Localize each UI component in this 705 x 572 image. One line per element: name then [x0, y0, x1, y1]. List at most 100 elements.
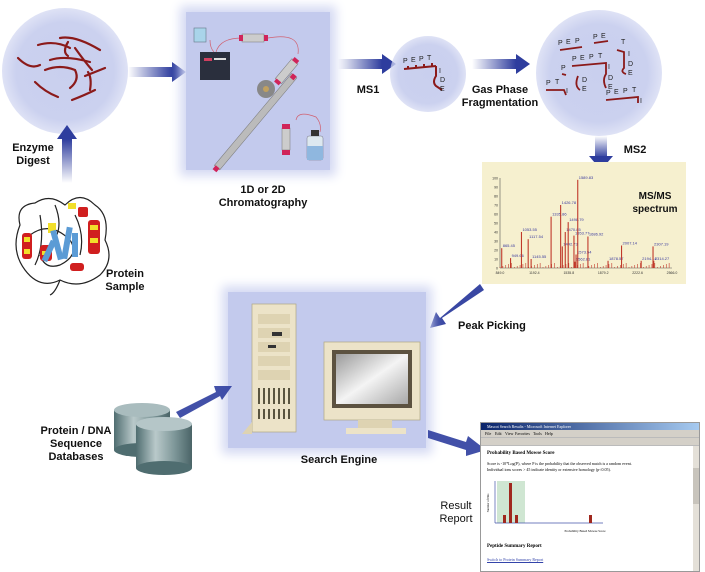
svg-text:P: P	[561, 65, 566, 72]
svg-text:E: E	[608, 84, 613, 91]
browser-toolbar	[481, 438, 699, 446]
y-tick-label: 80	[494, 195, 498, 199]
peak-label: 2314.27	[655, 256, 670, 261]
svg-text:E: E	[411, 57, 416, 64]
x-tick-label: 1535.8	[563, 271, 574, 275]
histogram-bar	[515, 515, 518, 523]
browser-scrollbar[interactable]	[693, 446, 699, 571]
histogram-bar	[503, 515, 506, 523]
svg-text:E: E	[582, 86, 587, 93]
protein-sample-label: Protein Sample	[105, 268, 145, 293]
menu-favorites[interactable]: Favorites	[515, 431, 530, 436]
peak-label: 2007.14	[623, 241, 638, 246]
svg-text:P: P	[419, 56, 424, 63]
svg-text:D: D	[628, 61, 633, 68]
svg-text:I: I	[640, 98, 642, 105]
y-tick-label: 30	[494, 240, 498, 244]
menu-file[interactable]: File	[485, 431, 492, 436]
svg-text:E: E	[628, 70, 633, 77]
svg-text:E: E	[614, 89, 619, 96]
ms1-letter: P	[403, 58, 408, 65]
peak-label: 1878.57	[609, 256, 624, 261]
enzyme-digest-label: Enzyme Digest	[12, 142, 54, 167]
svg-text:T: T	[621, 39, 626, 46]
histogram-bar	[509, 483, 512, 523]
menu-edit[interactable]: Edit	[495, 431, 502, 436]
peak-label: 1335.86	[552, 212, 567, 217]
fragment-ions-circle	[536, 10, 662, 136]
peak-label: 1053.55	[522, 227, 537, 232]
svg-text:P: P	[606, 90, 611, 97]
peak-label: 865.45	[503, 243, 516, 248]
ms1-peptide-circle	[390, 36, 466, 112]
y-tick-label: 20	[494, 249, 498, 253]
computer-icon	[242, 303, 421, 434]
arrow-to-result	[428, 430, 486, 456]
peak-picking-label: Peak Picking	[458, 320, 526, 332]
report-text-line1: Score is -10*Log(P), where P is the prob…	[487, 461, 632, 466]
x-tick-label: 1879.2	[598, 271, 609, 275]
svg-text:E: E	[580, 55, 585, 62]
peak-label: 1562.81	[576, 257, 591, 262]
peak-label: 949.66	[512, 253, 525, 258]
svg-text:P: P	[593, 34, 598, 41]
protein-summary-link[interactable]: Switch to Protein Summary Report	[487, 557, 544, 562]
arrow-peak-picking	[430, 284, 484, 328]
summary-heading: Peptide Summary Report	[487, 544, 542, 549]
svg-text:I: I	[439, 68, 441, 75]
report-text-line2: Individual ions scores > 45 indicate ide…	[487, 467, 611, 472]
svg-text:E: E	[601, 33, 606, 40]
browser-titlebar: Mascot Search Results - Microsoft Intern…	[481, 423, 699, 430]
peak-label: 2307.19	[654, 241, 669, 246]
histogram-bar	[589, 515, 592, 523]
result-report-window: Mascot Search Results - Microsoft Intern…	[480, 422, 700, 572]
svg-text:I: I	[608, 64, 610, 71]
peak-label: 1498.79	[569, 217, 584, 222]
svg-text:T: T	[632, 87, 637, 94]
browser-window-title: Mascot Search Results - Microsoft Intern…	[487, 424, 571, 429]
svg-text:P: P	[623, 88, 628, 95]
svg-text:D: D	[582, 77, 587, 84]
svg-text:P: P	[558, 40, 563, 47]
menu-help[interactable]: Help	[545, 431, 553, 436]
ms2-label: MS2	[623, 144, 647, 156]
menu-view[interactable]: View	[505, 431, 514, 436]
menu-tools[interactable]: Tools	[533, 431, 542, 436]
arrow-database-to-search	[176, 386, 232, 418]
y-tick-label: 10	[494, 258, 498, 262]
spectrum-title: MS/MS spectrum	[632, 191, 678, 215]
svg-text:T: T	[555, 79, 560, 86]
svg-text:I: I	[628, 51, 630, 58]
peak-label: 1573.54	[577, 250, 592, 255]
svg-text:E: E	[566, 39, 571, 46]
svg-text:T: T	[427, 55, 432, 62]
y-tick-label: 50	[494, 222, 498, 226]
arrow-to-chromatography	[128, 62, 186, 82]
ms1-peptide-icon: P E P T I D E	[403, 55, 445, 93]
peak-label: 1686.92	[589, 232, 604, 237]
ms1-label: MS1	[356, 84, 380, 96]
svg-text:P: P	[546, 80, 551, 87]
peak-label: 1145.55	[532, 254, 547, 259]
chromatography-instruments-icon	[193, 27, 324, 173]
x-tick-label: 849.0	[496, 271, 505, 275]
peptide-strands-icon	[16, 36, 107, 102]
report-heading: Probability Based Mowse Score	[487, 451, 555, 456]
peak-label: 1470.85	[566, 227, 581, 232]
peak-label: 1117.54	[529, 234, 544, 239]
arrow-enzyme-digest	[57, 125, 77, 183]
search-engine-label: Search Engine	[300, 454, 378, 466]
protein-structure-icon	[15, 196, 110, 296]
y-tick-label: 0	[496, 267, 498, 271]
x-tick-label: 2566.0	[667, 271, 678, 275]
svg-text:I: I	[566, 88, 568, 95]
svg-text:P: P	[575, 38, 580, 45]
fragmentation-label: Gas Phase Fragmentation	[461, 84, 539, 109]
histogram-x-label: Probability Based Mowse Score	[565, 529, 607, 533]
svg-text:P: P	[589, 54, 594, 61]
peak-label: 1589.83	[579, 175, 594, 180]
x-tick-label: 2222.6	[632, 271, 643, 275]
peak-label: 1442.73	[563, 241, 578, 246]
y-tick-label: 40	[494, 231, 498, 235]
